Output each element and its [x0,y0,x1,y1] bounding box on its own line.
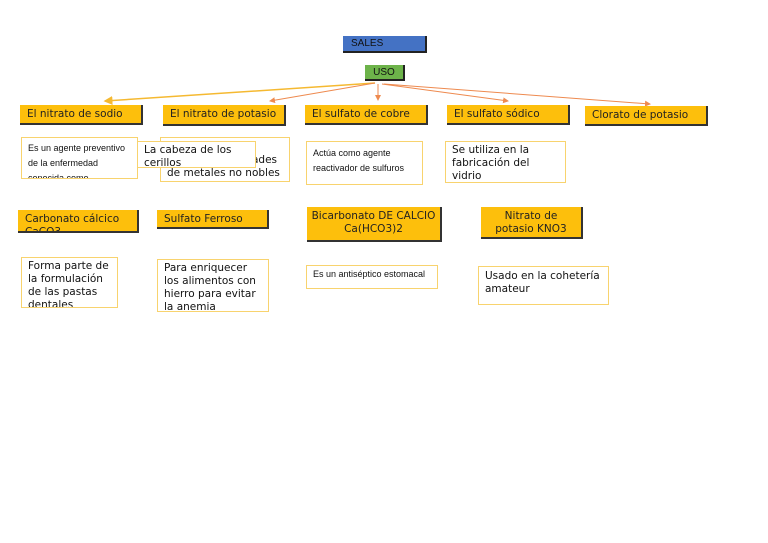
text-sulfato-sodico[interactable]: Se utiliza en la fabricación del vidrio [445,141,566,183]
text-fragment: ades [251,154,277,166]
text-carbonato-calcico[interactable]: Forma parte de la formulación de las pas… [21,257,118,308]
text-overlay-cerillos[interactable]: La cabeza de los cerillos [137,141,256,168]
arrow-to-clorato-potasio [383,83,651,107]
arrow-to-sulfato-sodico [381,83,509,104]
text-sulfato-ferroso[interactable]: Para enriquecer los alimentos con hierro… [157,259,269,312]
text-line: de metales no nobles [167,167,280,179]
node-uso[interactable]: USO [365,65,405,81]
text-bicarbonato-calcio[interactable]: Es un antiséptico estomacal [306,265,438,289]
text-nitrato-potasio-kno3[interactable]: Usado en la cohetería amateur [478,266,609,305]
node-sulfato-ferroso[interactable]: Sulfato Ferroso [157,210,269,229]
root-node-sales[interactable]: SALES [343,36,427,53]
node-nitrato-sodio[interactable]: El nitrato de sodio [20,105,143,125]
arrow-to-nitrato-potasio [269,82,376,104]
node-sulfato-sodico[interactable]: El sulfato sódico [447,105,570,125]
node-bicarbonato-calcio[interactable]: Bicarbonato DE CALCIO Ca(HCO3)2 [307,207,442,242]
text-sulfato-cobre[interactable]: Actúa como agente reactivador de sulfuro… [306,141,423,185]
node-sulfato-cobre[interactable]: El sulfato de cobre [305,105,428,125]
text-nitrato-sodio[interactable]: Es un agente preventivo de la enfermedad… [21,137,138,179]
node-clorato-potasio[interactable]: Clorato de potasio [585,106,708,126]
node-carbonato-calcico[interactable]: Carbonato cálcico CaCO3 [18,210,139,233]
node-nitrato-potasio-kno3[interactable]: Nitrato de potasio KNO3 [481,207,583,239]
arrow-to-nitrato-sodio [103,82,376,105]
node-nitrato-potasio[interactable]: El nitrato de potasio [163,105,286,126]
